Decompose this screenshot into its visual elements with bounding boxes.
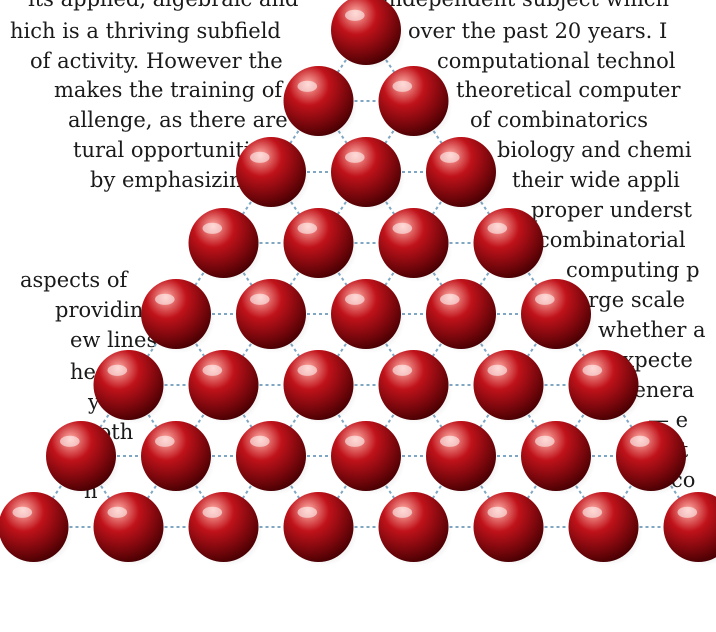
sphere [188,492,263,567]
sphere [378,492,453,567]
left-line-7: by emphasizing a [90,168,276,192]
sphere [283,66,358,141]
sphere [141,279,215,354]
sphere [378,350,453,425]
left-line-4: makes the training of [54,78,283,102]
right-line-10: computing p [566,258,700,282]
sphere [568,492,643,567]
sphere [188,350,263,425]
sphere [473,208,548,283]
sphere [473,492,548,567]
right-line-12: whether a [598,318,706,342]
sphere [378,208,453,283]
right-line-6: biology and chemi [497,138,692,162]
sphere [46,421,120,496]
sphere [568,350,643,425]
sphere [426,279,500,354]
sphere [188,208,263,283]
sphere [378,66,453,141]
sphere [93,492,168,567]
sphere [331,421,405,496]
sphere [331,0,405,70]
left-line-9: providing [55,298,157,322]
sphere [473,350,548,425]
right-line-8: proper underst [531,198,692,222]
right-line-9: combinatorial [538,228,686,252]
sphere [616,421,690,496]
sphere [521,421,595,496]
left-line-5: allenge, as there are [68,108,288,132]
sphere [141,421,215,496]
left-line-10: ew lines [70,328,158,352]
sphere [663,492,716,567]
sphere [521,279,595,354]
sphere [283,208,358,283]
sphere [236,137,310,212]
sphere [331,137,405,212]
sphere [426,421,500,496]
left-line-6: tural opportunities [73,138,274,162]
right-line-7: their wide appli [512,168,680,192]
right-line-5: of combinatorics [470,108,648,132]
sphere [426,137,500,212]
left-line-8: aspects of [20,268,128,292]
sphere [283,492,358,567]
right-line-2: over the past 20 years. I [408,19,668,43]
right-line-3: computational technol [437,49,676,73]
left-line-2: hich is a thriving subfield [10,19,281,43]
sphere [0,492,73,567]
right-line-4: theoretical computer [456,78,681,102]
lattice-spheres [0,0,716,567]
sphere [331,279,405,354]
sphere [236,421,310,496]
left-line-3: of activity. However the [30,49,283,73]
left-line-1: its applied, algebraic and [28,0,298,10]
sphere [283,350,358,425]
right-line-11: large scale [569,288,686,312]
sphere [236,279,310,354]
right-line-1: independent subject which [382,0,669,10]
sphere [93,350,168,425]
